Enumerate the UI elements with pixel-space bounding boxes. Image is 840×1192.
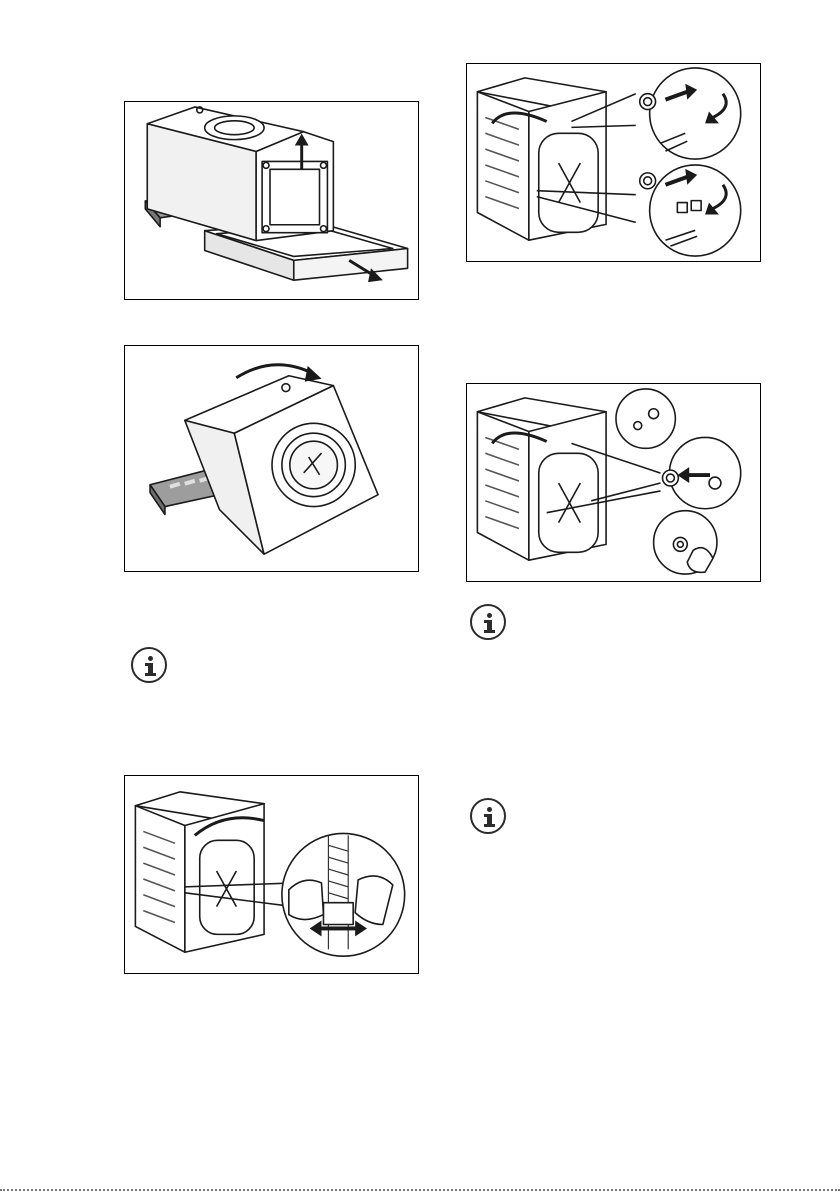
rear-hose-clip-illustration	[125, 776, 418, 973]
figure-remove-hose-clamp	[124, 775, 419, 974]
info-icon	[470, 798, 506, 834]
info-icon	[470, 604, 506, 640]
figure-remove-transit-bolts	[466, 63, 761, 262]
washer-tilted-illustration	[125, 346, 418, 571]
page-bottom-rule	[0, 1189, 840, 1191]
info-icon	[131, 647, 167, 683]
figure-remove-packaging-base	[124, 101, 419, 300]
rear-plastic-caps-illustration	[467, 384, 760, 581]
rear-transit-bolts-illustration	[467, 64, 760, 261]
figure-tilt-appliance	[124, 345, 419, 572]
figure-insert-plastic-caps	[466, 383, 761, 582]
washer-lifted-from-base-illustration	[125, 102, 418, 299]
